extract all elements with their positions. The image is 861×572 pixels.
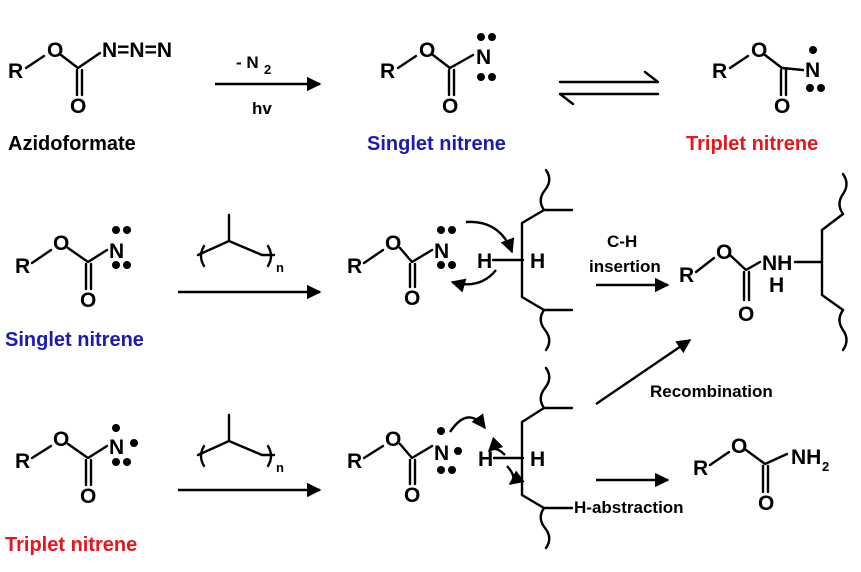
svg-text:N: N	[109, 436, 124, 459]
svg-text:NH: NH	[791, 446, 821, 469]
ch-insertion-arrow: C-H insertion	[589, 232, 670, 293]
svg-text:O: O	[385, 232, 401, 255]
singlet-nitrene-reactant: R O O N	[15, 226, 131, 312]
svg-text:O: O	[758, 492, 774, 515]
triplet-ch-complex: R O O N H H	[347, 366, 574, 550]
singlet-nitrene-caption-top: Singlet nitrene	[367, 133, 506, 155]
azidoformate-structure: R O O N=N=N	[8, 39, 172, 118]
svg-text:O: O	[751, 39, 767, 62]
singlet-ch-complex: R O O N H H	[347, 168, 574, 352]
polymer-repeat-unit-row2: n	[178, 213, 322, 300]
svg-text:O: O	[774, 95, 790, 118]
svg-text:N: N	[476, 46, 491, 69]
svg-text:N: N	[805, 59, 820, 82]
photolysis-arrow: - N 2 hv	[215, 53, 322, 118]
recombination-arrow: Recombination	[595, 339, 773, 405]
svg-text:O: O	[716, 241, 732, 264]
svg-text:R: R	[380, 60, 395, 83]
svg-text:Recombination: Recombination	[650, 382, 773, 401]
svg-text:O: O	[404, 484, 420, 507]
svg-text:R: R	[347, 255, 362, 278]
svg-text:n: n	[276, 460, 284, 475]
ether-oxygen-label: O	[47, 39, 63, 62]
svg-text:N: N	[434, 442, 449, 465]
svg-text:R: R	[712, 60, 727, 83]
triplet-nitrene-top: R O O N	[712, 39, 825, 118]
svg-text:O: O	[738, 303, 754, 326]
light-label: hv	[252, 99, 272, 118]
svg-text:O: O	[53, 428, 69, 451]
svg-text:C-H: C-H	[607, 232, 637, 251]
svg-text:O: O	[419, 39, 435, 62]
h-abstraction-arrow: H-abstraction	[574, 472, 684, 517]
svg-text:R: R	[15, 255, 30, 278]
svg-text:H: H	[530, 448, 545, 471]
carbamate-graft-product: R O O NH H	[679, 172, 848, 352]
triplet-nitrene-caption-top: Triplet nitrene	[686, 133, 818, 155]
equilibrium-arrows	[558, 70, 660, 106]
svg-text:O: O	[80, 289, 96, 312]
n2-loss-label: - N	[236, 53, 259, 72]
svg-text:NH: NH	[762, 252, 792, 275]
svg-text:O: O	[53, 232, 69, 255]
svg-text:N: N	[109, 240, 124, 263]
carbamate-product: R O O NH 2	[693, 435, 829, 515]
svg-text:O: O	[404, 287, 420, 310]
svg-text:R: R	[15, 450, 30, 473]
svg-text:2: 2	[822, 459, 829, 474]
r-group-label: R	[8, 60, 23, 83]
svg-text:H: H	[477, 250, 492, 273]
singlet-nitrene-top: R O O N	[380, 33, 496, 118]
triplet-nitrene-reactant: R O O N	[15, 424, 138, 508]
svg-text:H-abstraction: H-abstraction	[574, 498, 684, 517]
polymer-repeat-unit-row3: n	[178, 413, 322, 498]
svg-text:R: R	[679, 264, 694, 287]
svg-text:H: H	[530, 250, 545, 273]
svg-text:O: O	[442, 95, 458, 118]
svg-text:H: H	[769, 274, 784, 297]
svg-text:n: n	[276, 260, 284, 275]
svg-text:N: N	[434, 240, 449, 263]
azidoformate-caption: Azidoformate	[8, 133, 136, 155]
n2-subscript: 2	[264, 62, 271, 77]
svg-text:O: O	[385, 428, 401, 451]
svg-text:O: O	[80, 485, 96, 508]
svg-text:R: R	[347, 450, 362, 473]
carbonyl-oxygen-label: O	[70, 95, 86, 118]
triplet-nitrene-caption-bottom: Triplet nitrene	[5, 534, 137, 556]
svg-text:R: R	[693, 457, 708, 480]
svg-text:O: O	[731, 435, 747, 458]
singlet-nitrene-caption-mid: Singlet nitrene	[5, 329, 144, 351]
azide-label: N=N=N	[102, 39, 172, 62]
svg-text:insertion: insertion	[589, 257, 661, 276]
svg-text:H: H	[478, 448, 493, 471]
